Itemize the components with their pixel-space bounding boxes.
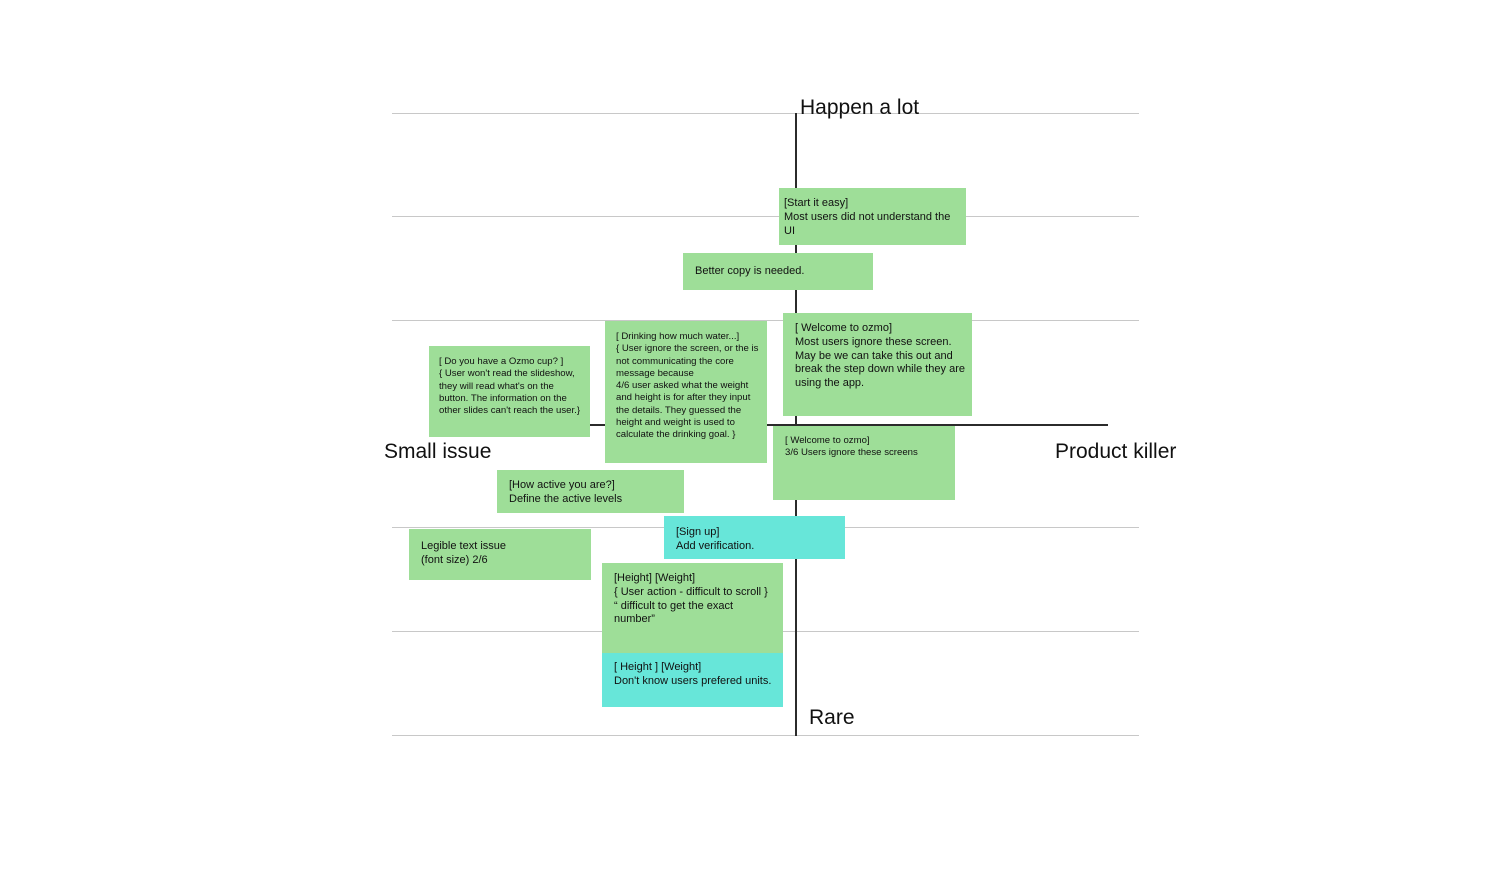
- axis-label-top: Happen a lot: [800, 96, 920, 119]
- grid-line: [392, 113, 1139, 114]
- axis-label-left: Small issue: [384, 440, 492, 463]
- axis-label-bottom: Rare: [809, 706, 855, 729]
- sticky-note-welcome-ozmo-2[interactable]: [ Welcome to ozmo] 3/6 Users ignore thes…: [773, 426, 955, 500]
- sticky-note-sign-up[interactable]: [Sign up] Add verification.: [664, 516, 845, 559]
- sticky-note-height-weight-scroll[interactable]: [Height] [Weight] { User action - diffic…: [602, 563, 783, 653]
- sticky-note-ozmo-cup[interactable]: [ Do you have a Ozmo cup? ] { User won't…: [429, 346, 590, 437]
- sticky-note-start-easy[interactable]: [Start it easy] Most users did not under…: [779, 188, 966, 245]
- sticky-note-welcome-ozmo-1[interactable]: [ Welcome to ozmo] Most users ignore the…: [783, 313, 972, 416]
- grid-line: [392, 320, 1139, 321]
- sticky-note-legible-text[interactable]: Legible text issue (font size) 2/6: [409, 529, 591, 580]
- sticky-note-height-weight-units[interactable]: [ Height ] [Weight] Don't know users pre…: [602, 653, 783, 707]
- sticky-note-drinking-water[interactable]: [ Drinking how much water...] { User ign…: [605, 321, 767, 463]
- severity-axis: [590, 424, 1108, 426]
- grid-line: [392, 216, 1139, 217]
- sticky-note-better-copy[interactable]: Better copy is needed.: [683, 253, 873, 290]
- axis-label-right: Product killer: [1055, 440, 1177, 463]
- sticky-note-how-active[interactable]: [How active you are?] Define the active …: [497, 470, 684, 513]
- grid-line: [392, 735, 1139, 736]
